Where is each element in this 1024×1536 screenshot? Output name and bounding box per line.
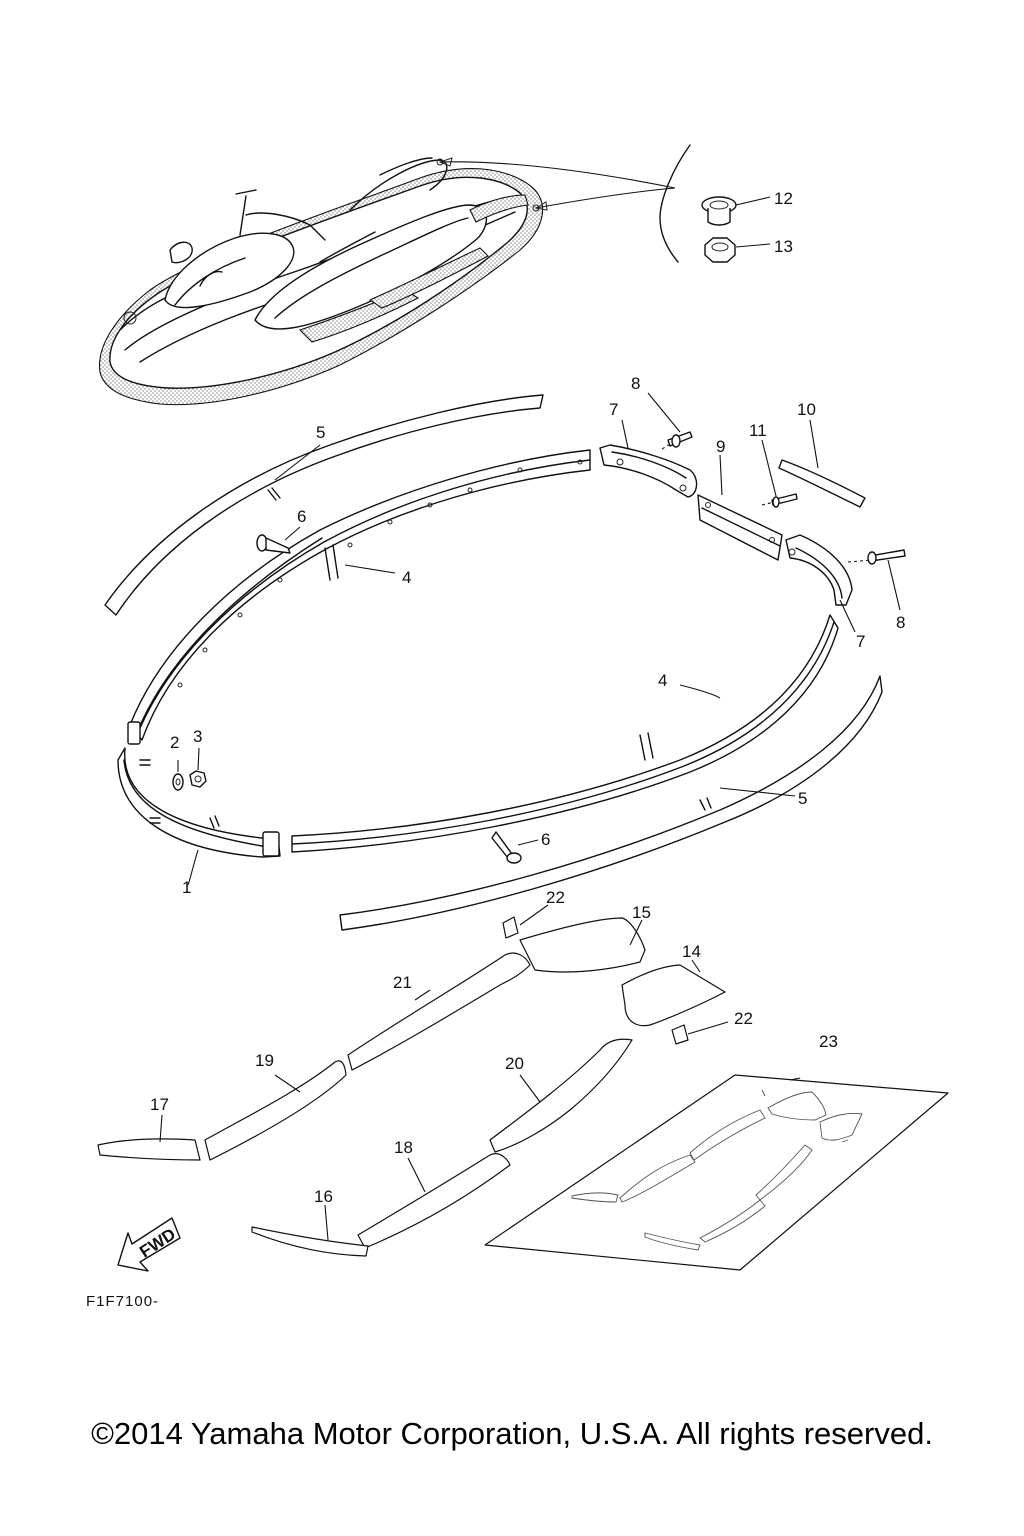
pad-part-22-upper [502, 916, 519, 939]
part-label-21: 21 [393, 973, 412, 992]
diagram-code: F1F7100- [86, 1293, 159, 1310]
mat-sheet-part-23 [484, 1074, 949, 1271]
part-label-4-lower: 4 [658, 671, 667, 690]
copyright-notice: ©2014 Yamaha Motor Corporation, U.S.A. A… [91, 1416, 933, 1451]
part-label-11: 11 [749, 421, 767, 440]
part-label-6-lower: 6 [541, 830, 550, 849]
part-label-14: 14 [682, 942, 701, 961]
part-label-7-lower: 7 [856, 632, 865, 651]
part-label-5-lower: 5 [798, 789, 807, 808]
screw-part-6-upper [256, 534, 291, 554]
washer-part-2 [172, 773, 184, 791]
part-label-23: 23 [819, 1032, 838, 1051]
mat-part-16 [251, 1226, 369, 1257]
part-labels: 1 2 3 4 4 5 5 6 6 7 7 8 8 9 10 11 12 13 … [150, 189, 905, 1206]
part-label-4-upper: 4 [402, 568, 411, 587]
part-label-17: 17 [150, 1095, 169, 1114]
part-label-13: 13 [774, 237, 793, 256]
rivet-part-11 [771, 493, 798, 508]
part-label-1: 1 [182, 878, 191, 897]
part-label-8-lower: 8 [896, 613, 905, 632]
mat-part-17 [97, 1138, 201, 1161]
rivet-part-8-upper [667, 431, 693, 448]
part-label-7-upper: 7 [609, 400, 618, 419]
part-label-12: 12 [774, 189, 793, 208]
watercraft-illustration [98, 157, 676, 406]
mat-part-18 [357, 1153, 511, 1249]
mat-part-15 [519, 917, 646, 973]
part-label-2: 2 [170, 733, 179, 752]
screw-part-6-lower [491, 831, 522, 864]
part-label-9: 9 [716, 437, 725, 456]
rivet-part-8-lower [867, 549, 906, 565]
nut-part-3 [189, 770, 207, 788]
drain-plug-part-12 [701, 196, 737, 226]
rail-holes [177, 459, 583, 688]
pad-part-22-lower [671, 1024, 689, 1045]
mat-part-20 [489, 1038, 633, 1153]
mat-part-21 [347, 952, 531, 1071]
part-label-22-upper: 22 [546, 888, 565, 907]
mat-set [97, 904, 949, 1271]
part-label-8-upper: 8 [631, 374, 640, 393]
part-label-16: 16 [314, 1187, 333, 1206]
part-label-5-upper: 5 [316, 423, 325, 442]
mat-part-19 [204, 1060, 347, 1161]
mat-part-14 [621, 964, 726, 1027]
gunwale-molding-assembly [104, 392, 906, 931]
part-label-19: 19 [255, 1051, 274, 1070]
part-label-20: 20 [505, 1054, 524, 1073]
part-label-10: 10 [797, 400, 816, 419]
drain-plug-callout [659, 144, 771, 263]
nut-part-13 [704, 237, 736, 263]
part-label-18: 18 [394, 1138, 413, 1157]
forward-direction-arrow: FWD [117, 1217, 181, 1272]
part-label-3: 3 [193, 727, 202, 746]
part-label-6-upper: 6 [297, 507, 306, 526]
part-label-22-lower: 22 [734, 1009, 753, 1028]
part-label-15: 15 [632, 903, 651, 922]
